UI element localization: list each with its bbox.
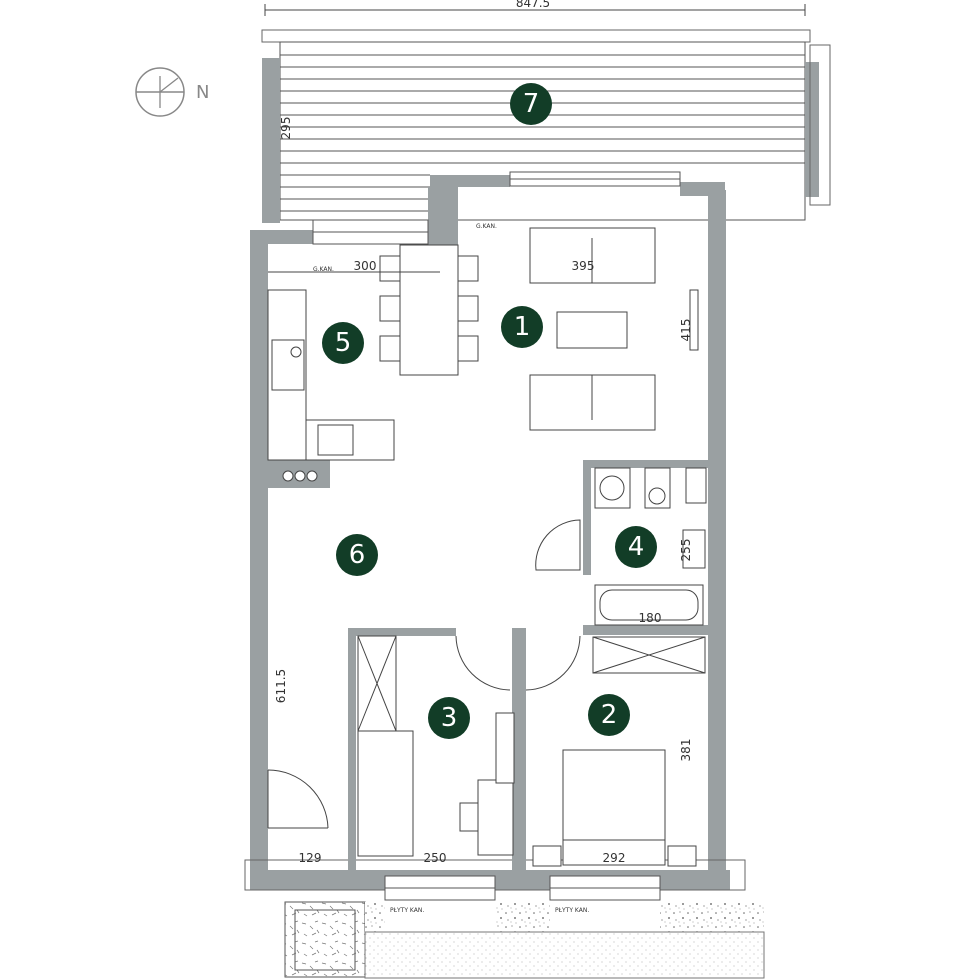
bedroom-2-furniture (525, 635, 697, 867)
terrace: 295 (261, 29, 831, 223)
svg-text:4: 4 (628, 532, 645, 562)
room-badge-7: 7 (510, 83, 552, 125)
plate-note-2: PŁYTY KAN. (555, 907, 589, 914)
north-compass-icon: N (135, 67, 209, 117)
room-badge-5: 5 (322, 322, 364, 364)
kitchen-furniture (267, 244, 479, 461)
svg-text:2: 2 (601, 700, 618, 730)
overall-dimension-label: 847.5 (516, 0, 550, 10)
bath-width-label: 180 (639, 611, 662, 625)
terrace-depth-label: 295 (279, 117, 293, 140)
bed-single (357, 730, 414, 857)
living-width-label: 395 (572, 259, 595, 273)
svg-text:5: 5 (335, 328, 352, 358)
interior-walls (268, 460, 708, 870)
bed-double (562, 749, 666, 866)
room-badge-2: 2 (588, 694, 630, 736)
overall-dimension: 847.5 (264, 0, 806, 16)
living-room-furniture (529, 227, 699, 431)
hall-fixtures (267, 636, 706, 829)
room-badge-1: 1 (501, 306, 543, 348)
bath-small-label: 255 (679, 539, 693, 562)
room-badge-4: 4 (615, 526, 657, 568)
svg-text:6: 6 (349, 540, 366, 570)
windows (312, 171, 681, 901)
bedroom2-width-label: 292 (603, 851, 626, 865)
bedroom2-depth-label: 381 (679, 739, 693, 762)
exterior-walls (250, 175, 730, 890)
svg-text:3: 3 (441, 703, 458, 733)
cooktop-icon (282, 470, 318, 482)
channel-note-1: G.KAN. (476, 223, 497, 230)
living-depth-label: 415 (679, 319, 693, 342)
ground-strip (284, 901, 765, 979)
bedroom-3-furniture (357, 635, 515, 857)
bedroom3-width-label: 250 (424, 851, 447, 865)
hall-length-label: 611.5 (274, 669, 288, 703)
channel-note-2: G.KAN. (313, 266, 334, 273)
bathroom-fixtures (535, 467, 707, 626)
hall-width-label: 129 (299, 851, 322, 865)
coffee-table (556, 311, 628, 349)
room-badge-3: 3 (428, 697, 470, 739)
svg-text:1: 1 (514, 312, 531, 342)
dining-table (399, 244, 459, 376)
room-badge-6: 6 (336, 534, 378, 576)
svg-text:7: 7 (523, 89, 540, 119)
plate-note-1: PŁYTY KAN. (390, 907, 424, 914)
kitchen-width-label: 300 (354, 259, 377, 273)
compass-label: N (196, 82, 209, 103)
